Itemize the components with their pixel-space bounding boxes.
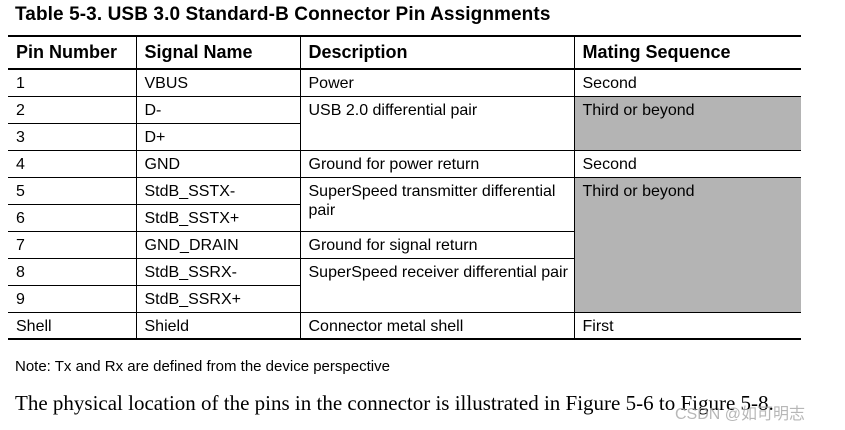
pin-number-cell: 4 — [8, 149, 136, 177]
description-cell: Connector metal shell — [299, 311, 574, 340]
signal-name-cell: Shield — [135, 311, 300, 340]
table-title: Table 5-3. USB 3.0 Standard-B Connector … — [15, 4, 551, 25]
table-note: Note: Tx and Rx are defined from the dev… — [15, 358, 390, 375]
pin-number-cell: 7 — [8, 230, 136, 258]
pin-number-cell: Shell — [8, 311, 136, 340]
signal-name-cell: StdB_SSTX- — [135, 176, 300, 204]
description-cell: USB 2.0 differential pair — [299, 95, 574, 150]
pin-number-cell: 6 — [8, 203, 136, 231]
mating-sequence-cell: Second — [573, 68, 801, 96]
signal-name-cell: D+ — [135, 122, 300, 150]
table-row: 9 StdB_SSRX+ — [8, 284, 801, 312]
signal-name-cell: GND_DRAIN — [135, 230, 300, 258]
table-row: 8 StdB_SSRX- SuperSpeed receiver differe… — [8, 257, 801, 312]
table-row: 1 VBUS Power Second — [8, 68, 801, 96]
description-cell: SuperSpeed transmitter differential pair — [299, 176, 574, 231]
pin-assignment-table: Pin Number Signal Name Description Matin… — [8, 35, 801, 340]
pin-number-cell: 9 — [8, 284, 136, 312]
pin-number-cell: 3 — [8, 122, 136, 150]
signal-name-cell: StdB_SSTX+ — [135, 203, 300, 231]
table-row: Shell Shield Connector metal shell First — [8, 311, 801, 340]
table-row: 4 GND Ground for power return Second — [8, 149, 801, 177]
table-row: 3 D+ — [8, 122, 801, 150]
description-cell: Power — [299, 68, 574, 96]
table-row: 2 D- USB 2.0 differential pair Third or … — [8, 95, 801, 150]
signal-name-cell: StdB_SSRX+ — [135, 284, 300, 312]
header-signal-name: Signal Name — [135, 35, 300, 70]
description-cell: Ground for power return — [299, 149, 574, 177]
pin-number-cell: 5 — [8, 176, 136, 204]
header-pin-number: Pin Number — [8, 35, 136, 70]
table-row: 5 StdB_SSTX- SuperSpeed transmitter diff… — [8, 176, 801, 312]
signal-name-cell: D- — [135, 95, 300, 123]
table-row: 6 StdB_SSTX+ — [8, 203, 801, 231]
table-header-row: Pin Number Signal Name Description Matin… — [8, 35, 801, 70]
description-cell: Ground for signal return — [299, 230, 574, 258]
mating-sequence-cell: Third or beyond — [573, 95, 801, 150]
pin-number-cell: 8 — [8, 257, 136, 285]
mating-sequence-cell: Second — [573, 149, 801, 177]
header-description: Description — [299, 35, 574, 70]
signal-name-cell: GND — [135, 149, 300, 177]
signal-name-cell: VBUS — [135, 68, 300, 96]
pin-number-cell: 1 — [8, 68, 136, 96]
mating-sequence-cell: First — [573, 311, 801, 340]
signal-name-cell: StdB_SSRX- — [135, 257, 300, 285]
description-cell: SuperSpeed receiver differential pair — [299, 257, 574, 312]
header-mating-sequence: Mating Sequence — [573, 35, 801, 70]
table-row: 7 GND_DRAIN Ground for signal return — [8, 230, 801, 258]
body-paragraph: The physical location of the pins in the… — [15, 391, 774, 415]
mating-sequence-cell: Third or beyond — [573, 176, 801, 312]
watermark: CSDN @如可明志 — [674, 406, 805, 423]
pin-number-cell: 2 — [8, 95, 136, 123]
